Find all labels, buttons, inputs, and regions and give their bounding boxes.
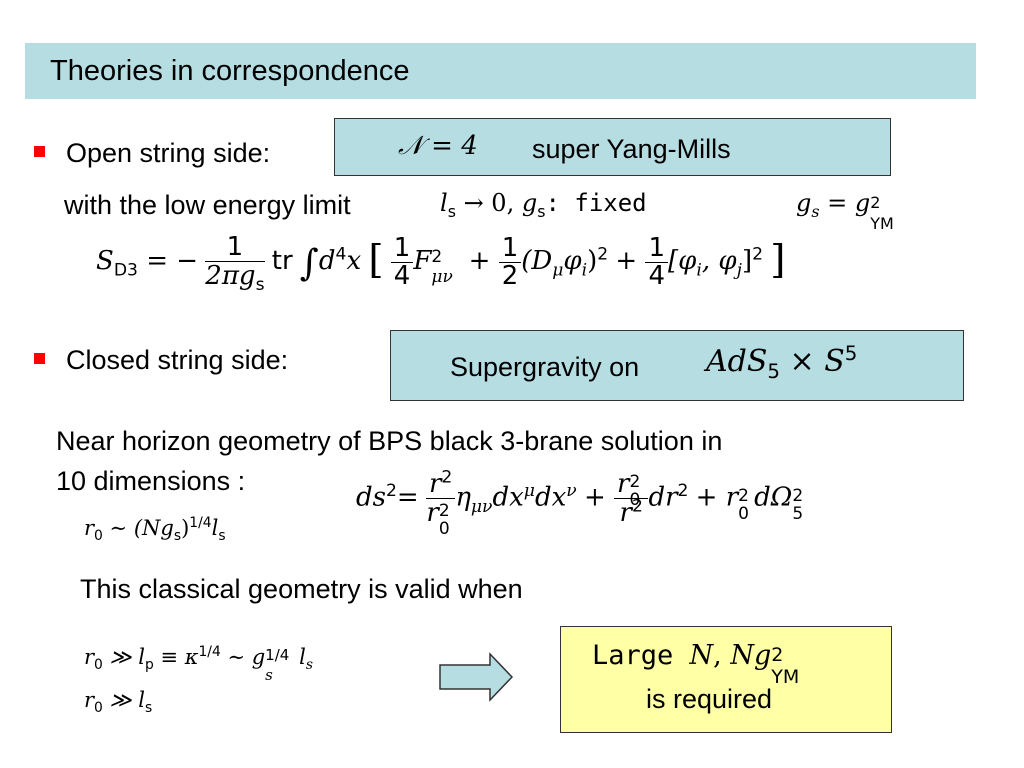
ads5-s5-math: AdS5 × S5 (706, 342, 858, 383)
condition-ls-math: r0 ≫ ls (84, 688, 153, 717)
bullet-closed-string (34, 353, 45, 364)
slide-title: Theories in correspondence (50, 55, 410, 87)
right-arrow-icon (439, 652, 514, 702)
low-energy-limit-math: ls → 0, gs: fixed (440, 189, 647, 221)
closed-string-label: Closed string side: (66, 345, 289, 375)
near-horizon-line2: 10 dimensions : (56, 466, 246, 496)
closed-string-box (390, 330, 964, 401)
n4-math: 𝒩 = 4 (398, 131, 478, 161)
low-energy-limit-text: with the low energy limit (64, 190, 351, 220)
bullet-open-string (34, 146, 45, 157)
open-string-label: Open string side: (66, 138, 271, 168)
super-yang-mills-text: super Yang-Mills (532, 134, 731, 164)
validity-text: This classical geometry is valid when (80, 574, 523, 604)
requirement-box (560, 626, 892, 733)
is-required-text: is required (646, 684, 773, 714)
open-string-box (334, 118, 891, 176)
title-bar (25, 43, 976, 99)
near-horizon-line1: Near horizon geometry of BPS black 3-bra… (56, 426, 723, 456)
supergravity-text: Supergravity on (450, 352, 640, 382)
r0-scaling-math: r0 ∼ (Ngs)1/4ls (84, 515, 226, 545)
